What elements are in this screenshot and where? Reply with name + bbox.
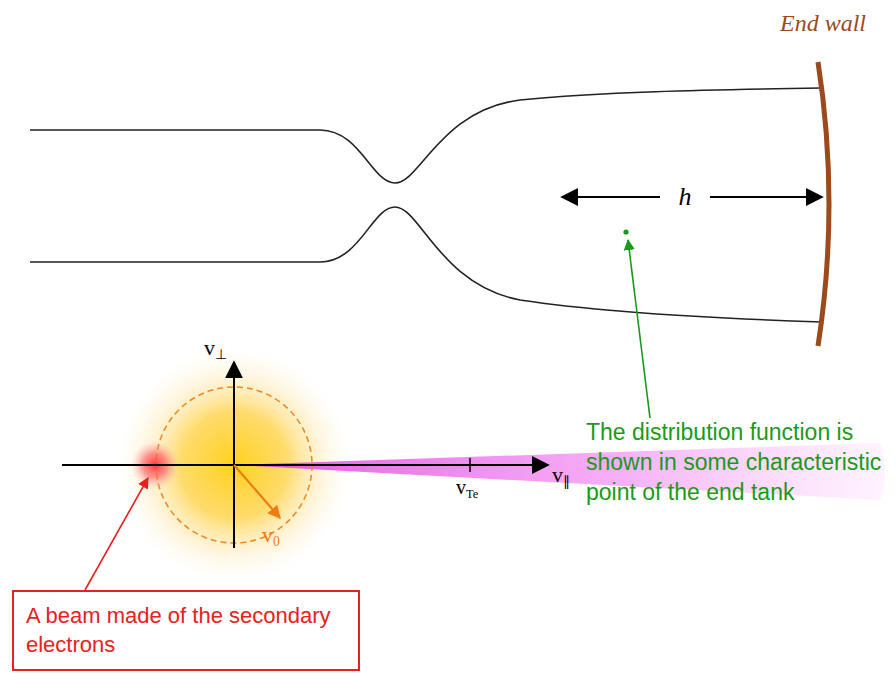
velocity-label: v0 [262,522,280,548]
leader-line [85,478,148,590]
characteristic-point [623,229,628,234]
end-wall [818,62,829,346]
axis-label: v∥ [552,462,570,488]
dimension-line [562,196,660,198]
lower-boundary [30,207,822,322]
callout-box: A beam made of the secondary electrons [12,590,360,671]
v0-arrow [234,465,280,518]
tick [469,458,471,472]
dimension-label: h [675,182,696,212]
v-parallel-axis [62,464,548,466]
upper-boundary [30,88,822,183]
callout-text: A beam made of the secondary electrons [26,602,346,659]
tick-label: vTe [456,476,478,499]
wall-label: End wall [780,10,866,37]
leader-line [628,240,650,418]
dimension-line [710,196,822,198]
note-text: The distribution function is shown in so… [586,418,886,508]
axis-label: v⊥ [204,335,227,361]
v-perp-axis [233,362,235,548]
